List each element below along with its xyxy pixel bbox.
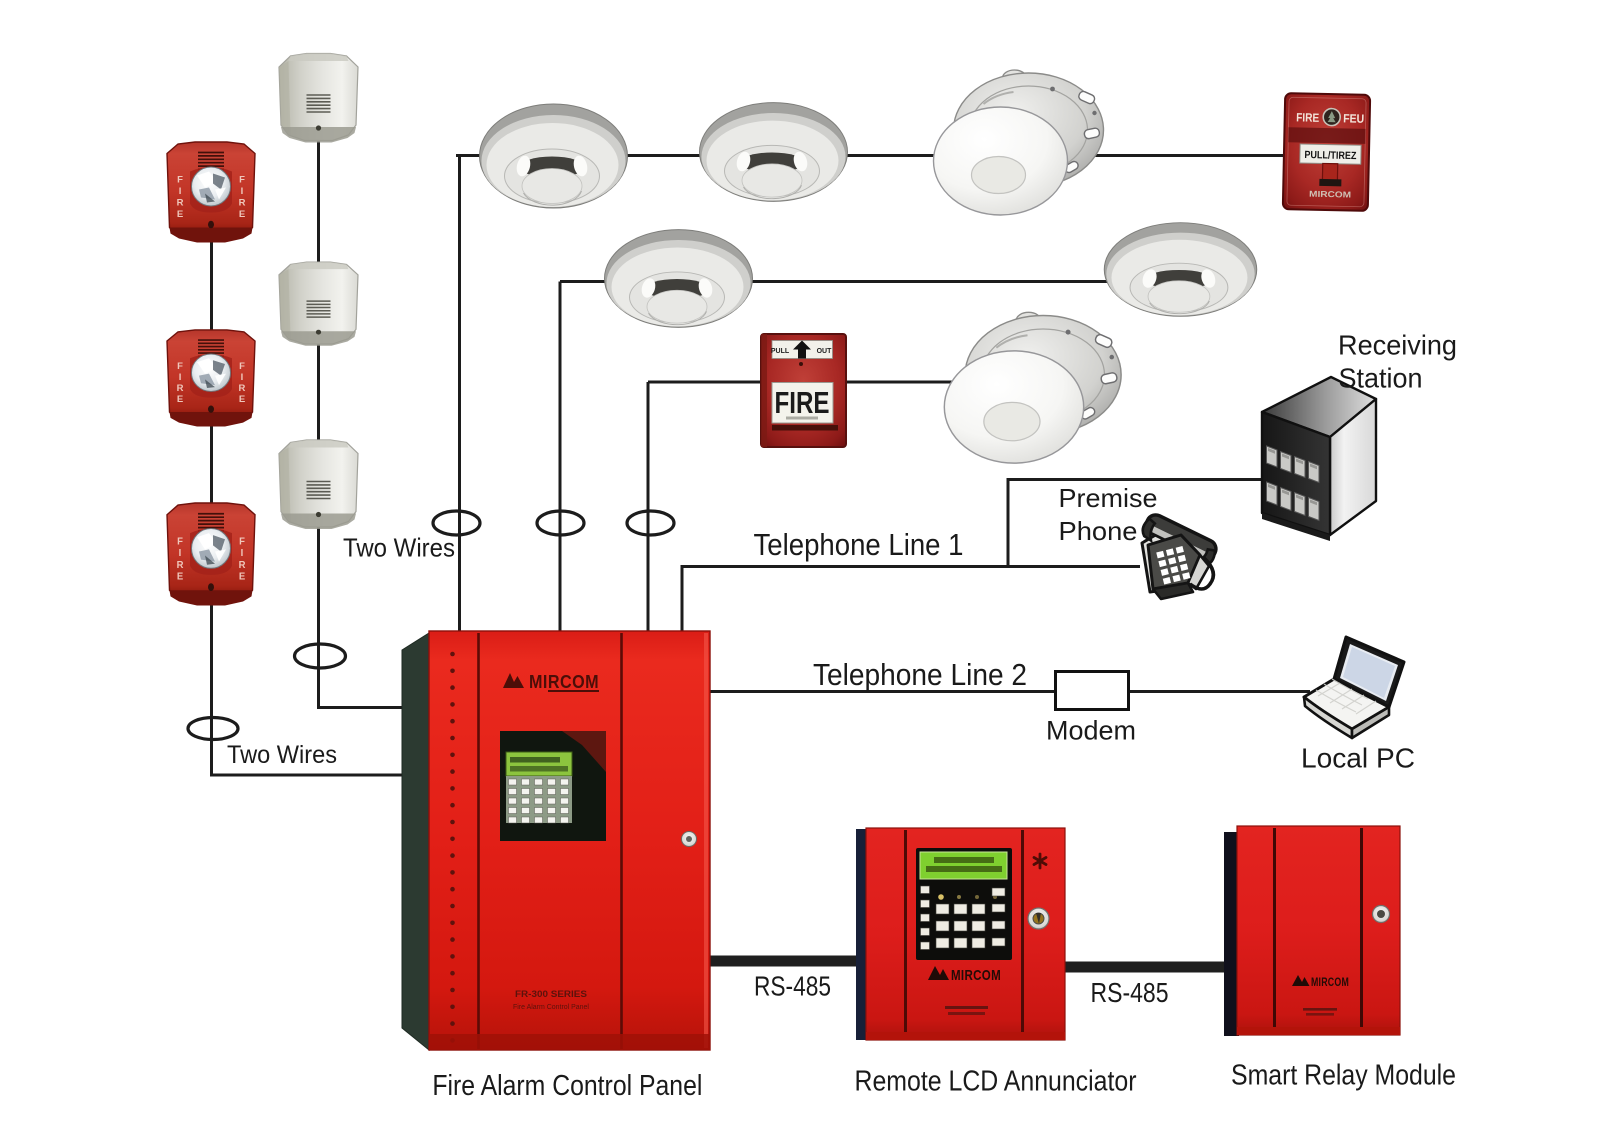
svg-text:MIRCOM: MIRCOM xyxy=(1311,975,1349,989)
svg-text:FR-300 SERIES: FR-300 SERIES xyxy=(515,989,587,999)
svg-text:MIRCOM: MIRCOM xyxy=(951,967,1001,984)
svg-text:Station: Station xyxy=(1339,362,1423,394)
svg-text:Fire Alarm Control Panel: Fire Alarm Control Panel xyxy=(513,1004,589,1011)
svg-text:FIRE: FIRE xyxy=(775,385,830,420)
svg-text:RS-485: RS-485 xyxy=(1091,977,1169,1008)
svg-text:Local PC: Local PC xyxy=(1301,743,1415,774)
svg-text:FIRE: FIRE xyxy=(1296,110,1319,124)
svg-text:MIRCOM: MIRCOM xyxy=(1309,189,1351,200)
svg-text:PULL: PULL xyxy=(771,348,790,355)
svg-text:PULL/TIREZ: PULL/TIREZ xyxy=(1304,149,1357,162)
svg-text:Remote LCD Annunciator: Remote LCD Annunciator xyxy=(855,1065,1137,1097)
svg-text:Smart Relay Module: Smart Relay Module xyxy=(1231,1060,1456,1092)
svg-text:MIRCOM: MIRCOM xyxy=(529,672,599,692)
svg-text:FEU: FEU xyxy=(1343,111,1364,125)
svg-text:Telephone Line 2: Telephone Line 2 xyxy=(813,658,1027,692)
svg-text:Two Wires: Two Wires xyxy=(343,535,455,563)
svg-text:Telephone Line 1: Telephone Line 1 xyxy=(754,528,964,562)
svg-text:OUT: OUT xyxy=(817,348,833,355)
svg-text:Receiving: Receiving xyxy=(1338,329,1457,361)
svg-text:Premise: Premise xyxy=(1059,483,1158,513)
svg-text:Two Wires: Two Wires xyxy=(227,741,337,769)
svg-text:Phone: Phone xyxy=(1059,516,1138,546)
svg-text:Modem: Modem xyxy=(1046,716,1136,746)
svg-text:Fire Alarm Control Panel: Fire Alarm Control Panel xyxy=(432,1070,702,1102)
svg-text:RS-485: RS-485 xyxy=(754,971,831,1002)
